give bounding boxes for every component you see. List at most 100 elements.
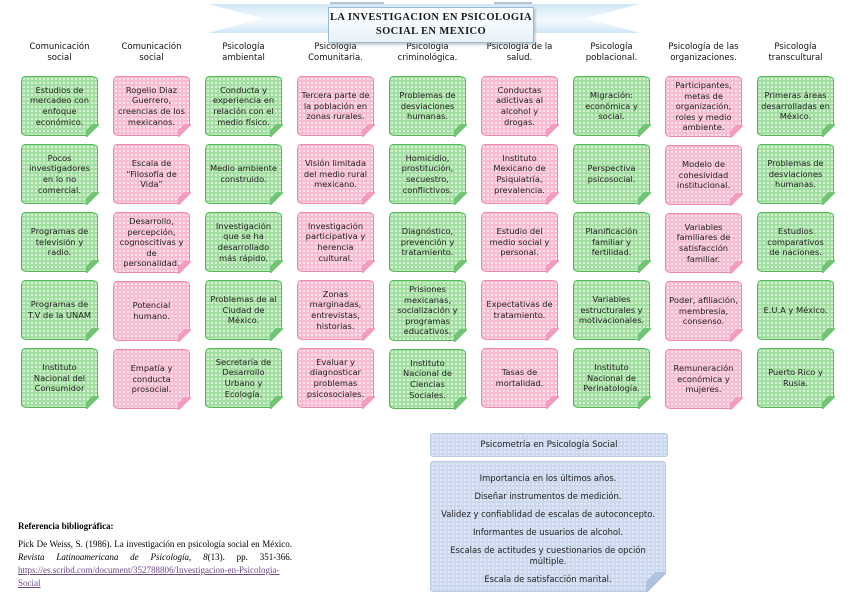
note-text: Investigación participativa y herencia c… <box>305 220 366 263</box>
note-text: Zonas marginadas, entrevistas, historias… <box>309 288 362 331</box>
notes-grid: Comunicación social Estudios de mercadeo… <box>0 42 848 417</box>
note-text: Programas de televisión y radio. <box>30 226 89 258</box>
sticky-note: Poder, afiliación, membresía, consenso. <box>665 281 743 342</box>
note-text: Variables estructurales y motivacionales… <box>578 294 645 326</box>
note-text: Secretaría de Desarrollo Urbano y Ecolog… <box>215 356 272 399</box>
column-header: Psicología poblacional. <box>585 42 638 64</box>
note-text: Problemas de desviaciones humanas. <box>399 90 456 122</box>
note-text: Prisiones mexicanas, socialización y pro… <box>397 284 458 337</box>
sticky-note: Empatía y conducta prosocial. <box>113 349 191 410</box>
sticky-note: Instituto Mexicano de Psiquiatría, preva… <box>481 144 559 205</box>
column-psicologia-transcultural: Psicología transcultural Primeras áreas … <box>757 42 835 417</box>
sticky-note: Variables familiares de satisfacción fam… <box>665 213 743 274</box>
sticky-note: Diagnóstico, prevención y tratamiento. <box>389 212 467 273</box>
note-text: Homicidio, prostitución, secuestro, conf… <box>401 152 454 195</box>
note-text: Estudio del medio social y personal. <box>489 226 550 258</box>
page-title-line1: LA INVESTIGACION EN PSICOLOGIA <box>330 12 532 24</box>
note-text: Perspectiva psicosocial. <box>587 163 636 184</box>
sticky-note: Evaluar y diagnosticar problemas psicoso… <box>297 348 375 409</box>
psicometria-header-text: Psicometría en Psicología Social <box>480 440 618 450</box>
page-title-line2: SOCIAL EN MEXICO <box>375 26 487 37</box>
note-text: Conductas adictivas al alcohol y drogas. <box>495 84 544 127</box>
note-text: Participantes, metas de organización, ro… <box>675 80 732 133</box>
note-text: Problemas de al Ciudad de México. <box>210 294 277 326</box>
sticky-note: Instituto Nacional del Consumidor <box>21 348 99 409</box>
sticky-note: Variables estructurales y motivacionales… <box>573 280 651 341</box>
psicometria-item: Diseñar instrumentos de medición. <box>474 490 622 501</box>
page-title: LA INVESTIGACION EN PSICOLOGIA SOCIAL EN… <box>328 7 534 43</box>
citation-text: Pick De Weiss, S. (1986). La investigaci… <box>18 539 292 550</box>
note-text: Instituto Nacional de Perinatología. <box>583 362 640 394</box>
note-text: Tercera parte de la población en zonas r… <box>301 90 370 122</box>
column-header: Psicología ambiental <box>222 42 265 64</box>
note-text: Migración: económica y social. <box>585 90 638 122</box>
sticky-note: Migración: económica y social. <box>573 76 651 137</box>
note-text: Problemas de desviaciones humanas. <box>767 158 824 190</box>
note-text: Planificación familiar y fertilidad. <box>585 226 638 258</box>
sticky-note: Medio ambiente construido. <box>205 144 283 205</box>
sticky-note: Homicidio, prostitución, secuestro, conf… <box>389 144 467 205</box>
note-text: Desarrollo, percepción, cognoscitivas y … <box>119 216 184 269</box>
psicometria-item: Escala de satisfacción marital. <box>484 573 612 584</box>
note-text: Primeras áreas desarrolladas en México. <box>761 90 830 122</box>
reference-citation: Pick De Weiss, S. (1986). La investigaci… <box>18 538 292 590</box>
note-text: Visión limitada del medio rural mexicano… <box>303 158 368 190</box>
note-text: Pocos investigadores en lo no comercial. <box>29 152 90 195</box>
sticky-note: Participantes, metas de organización, ro… <box>665 76 743 138</box>
sticky-note: Planificación familiar y fertilidad. <box>573 212 651 273</box>
column-header: Comunicación social <box>121 42 182 64</box>
sticky-note: Perspectiva psicosocial. <box>573 144 651 205</box>
sticky-note: Estudios comparativos de naciones. <box>757 212 835 273</box>
sticky-note: Pocos investigadores en lo no comercial. <box>21 144 99 205</box>
note-text: Evaluar y diagnosticar problemas psicoso… <box>306 356 365 399</box>
column-comunicacion-social-1: Comunicación social Estudios de mercadeo… <box>21 42 99 417</box>
sticky-note: Puerto Rico y Rusia. <box>757 348 835 409</box>
note-text: Remuneración económica y mujeres. <box>673 363 734 395</box>
column-header: Psicología de las organizaciones. <box>668 42 739 64</box>
column-psicologia-salud: Psicología de la salud. Conductas adicti… <box>481 42 559 417</box>
psicometria-header: Psicometría en Psicología Social <box>430 433 668 457</box>
sticky-note: Problemas de al Ciudad de México. <box>205 280 283 341</box>
sticky-note: Secretaría de Desarrollo Urbano y Ecolog… <box>205 348 283 409</box>
sticky-note: Potencial humano. <box>113 281 191 342</box>
sticky-note: Estudios de mercadeo con enfoque económi… <box>21 76 99 137</box>
column-psicologia-ambiental: Psicología ambiental Conducta y experien… <box>205 42 283 417</box>
column-header: Comunicación social <box>29 42 90 64</box>
sticky-note: Visión limitada del medio rural mexicano… <box>297 144 375 205</box>
note-text: Modelo de cohesividad institucional. <box>676 159 731 191</box>
reference-heading: Referencia bibliográfica: <box>18 521 114 531</box>
sticky-note: Problemas de desviaciones humanas. <box>757 144 835 205</box>
sticky-note: E.U.A y México. <box>757 280 835 341</box>
citation-pages: (13). pp. 351-366. <box>207 552 292 563</box>
scribd-link[interactable]: https://es.scribd.com/document/352788806… <box>18 565 280 589</box>
psicometria-item: Informantes de usuarios de alcohol. <box>472 526 624 537</box>
note-text: Instituto Nacional de Ciencias Sociales. <box>403 357 452 400</box>
sticky-note: Programas de T.V de la UNAM <box>21 280 99 341</box>
sticky-note: Estudio del medio social y personal. <box>481 212 559 273</box>
sticky-note: Problemas de desviaciones humanas. <box>389 76 467 137</box>
note-text: Diagnóstico, prevención y tratamiento. <box>400 226 455 258</box>
sticky-note: Remuneración económica y mujeres. <box>665 349 743 410</box>
psicometria-item: Validez y confiablidad de escalas de aut… <box>441 508 655 519</box>
column-header: Psicología de la salud. <box>486 42 553 64</box>
note-text: Expectativas de tratamiento. <box>486 299 553 320</box>
note-text: Escala de “Filosofía de Vida” <box>126 158 177 190</box>
column-psicologia-comunitaria: Psicología Comunitaria. Tercera parte de… <box>297 42 375 417</box>
sticky-note: Instituto Nacional de Perinatología. <box>573 348 651 409</box>
sticky-note: Rogelio Diaz Guerrero, creencias de los … <box>113 76 191 137</box>
citation-journal-italic: Revista Latinoamericana de Psicología, 8 <box>18 552 208 563</box>
column-header: Psicología transcultural <box>768 42 823 64</box>
column-psicologia-poblacional: Psicología poblacional. Migración: econó… <box>573 42 651 417</box>
bibliographic-reference: Referencia bibliográfica: Pick De Weiss,… <box>18 520 292 590</box>
note-text: Tasas de mortalidad. <box>495 367 544 388</box>
sticky-note: Prisiones mexicanas, socialización y pro… <box>389 280 467 342</box>
sticky-note: Programas de televisión y radio. <box>21 212 99 273</box>
note-text: Investigación que se ha desarrollado más… <box>215 220 272 263</box>
sticky-note: Desarrollo, percepción, cognoscitivas y … <box>113 212 191 274</box>
sticky-note: Escala de “Filosofía de Vida” <box>113 144 191 205</box>
sticky-note: Primeras áreas desarrolladas en México. <box>757 76 835 137</box>
note-text: Rogelio Diaz Guerrero, creencias de los … <box>118 84 185 127</box>
column-comunicacion-social-2: Comunicación social Rogelio Diaz Guerrer… <box>113 42 191 417</box>
sticky-note: Investigación que se ha desarrollado más… <box>205 212 283 273</box>
